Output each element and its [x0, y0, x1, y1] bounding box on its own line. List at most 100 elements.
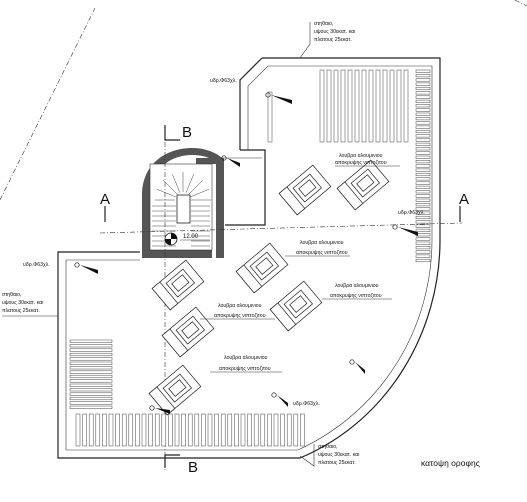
roof-strip	[128, 413, 134, 447]
roof-strip	[148, 413, 153, 447]
stair-core	[142, 148, 224, 258]
roof-strip	[300, 413, 305, 447]
parapet-note-top-3: πλατους 25εκατ.	[314, 37, 352, 43]
roof-strip-pattern	[69, 69, 431, 447]
roof-strip	[415, 117, 431, 121]
roof-strip	[375, 69, 381, 143]
roof-strip	[240, 413, 246, 447]
parapet-note-left-3: πλατους 25εκατ.	[2, 308, 40, 314]
roof-strip	[415, 203, 431, 207]
roof-strip	[168, 413, 173, 447]
roof-strip	[382, 69, 388, 143]
roof-strip	[415, 121, 431, 125]
roof-strip	[415, 125, 431, 129]
roof-strip	[415, 108, 431, 112]
roof-strip	[207, 413, 213, 447]
louvre-note-3a: λουβρα αλουμινιου	[335, 283, 379, 289]
roof-strip	[354, 69, 360, 143]
roof-strip	[415, 190, 431, 194]
roof-strip	[326, 69, 332, 143]
roof-strip	[108, 413, 114, 447]
parapet-note-left-2: υψους 30εκατ. και	[2, 300, 43, 306]
roof-strip	[415, 99, 431, 103]
roof-strip	[333, 69, 339, 143]
roof-strip	[415, 151, 431, 155]
skylight	[235, 242, 289, 294]
roof-strip	[69, 388, 113, 392]
elevation-label: 12.00	[183, 234, 199, 240]
roof-strip	[415, 250, 431, 254]
skylight	[278, 164, 332, 216]
roof-strip	[102, 413, 107, 447]
roof-strip	[415, 177, 431, 181]
roof-drain	[392, 224, 398, 230]
roof-strip	[88, 413, 94, 447]
section-marker-a-right: A	[459, 191, 469, 208]
parapet-note-bottom-2: υψους 30εκατ. και	[318, 452, 359, 458]
roof-strip	[69, 344, 113, 348]
skylight-group	[148, 159, 390, 416]
roof-strip	[415, 181, 431, 185]
roof-strip	[69, 396, 113, 401]
louvre-note-5a: λουβρα αλουμινιου	[224, 355, 268, 361]
roof-drain	[74, 262, 80, 268]
roof-strip	[220, 413, 226, 447]
skylight	[161, 306, 215, 358]
roof-strip	[69, 383, 113, 387]
roof-strip	[415, 74, 431, 78]
roof-outline	[57, 57, 441, 459]
roof-strip	[415, 160, 431, 164]
roof-strip	[415, 207, 431, 211]
roof-strip	[415, 220, 431, 224]
louvre-note-3b: αποκρυψης νιπτοζιτου	[330, 293, 382, 299]
roof-strip	[347, 69, 353, 143]
parapet-note-left-1: στηθαιο,	[2, 292, 22, 298]
roof-strip	[415, 215, 431, 220]
roof-strip	[415, 228, 431, 232]
roof-strip	[227, 413, 233, 447]
roof-strip	[69, 366, 113, 370]
roof-strip	[389, 69, 395, 143]
section-marker-b-bottom: B	[188, 459, 198, 476]
roof-strip	[415, 112, 431, 116]
roof-strip	[141, 413, 147, 447]
roof-strip	[181, 413, 186, 447]
roof-strip	[161, 413, 167, 447]
drain-note-4: υδρ.Φ63χλ.	[293, 401, 320, 407]
roof-strip	[415, 211, 431, 215]
section-line-a	[99, 222, 463, 234]
roof-drain	[149, 405, 155, 411]
roof-strip	[415, 155, 431, 159]
skylight	[336, 159, 390, 211]
skylight	[151, 259, 205, 311]
louvre-note-4a: λουβρα αλουμινιου	[218, 303, 262, 309]
roof-strip	[403, 69, 409, 143]
louvre-note-1a: λουβρα αλουμινιου	[339, 153, 383, 159]
roof-strip	[154, 413, 160, 447]
roof-strip	[415, 69, 431, 73]
roof-strip	[368, 69, 374, 143]
roof-strip	[267, 91, 273, 143]
roof-strip	[415, 86, 431, 91]
roof-strip	[340, 69, 346, 143]
roof-strip	[415, 164, 431, 168]
roof-strip	[415, 134, 431, 138]
roof-strip	[273, 413, 279, 447]
roof-strip	[415, 241, 431, 245]
roof-strip	[69, 392, 113, 396]
roof-strip	[234, 413, 239, 447]
roof-strip	[201, 413, 206, 447]
roof-strip	[415, 168, 431, 172]
roof-strip	[396, 69, 402, 143]
louvre-note-2a: λουβρα αλουμινιου	[300, 240, 344, 246]
roof-strip	[280, 413, 285, 447]
roof-strip	[82, 413, 87, 447]
drain-group	[74, 92, 418, 414]
roof-strip	[415, 237, 431, 241]
roof-strip	[286, 413, 292, 447]
roof-strip	[415, 91, 431, 95]
roof-strip	[214, 413, 219, 447]
site-boundary-line	[0, 7, 96, 201]
roof-strip	[415, 82, 431, 86]
